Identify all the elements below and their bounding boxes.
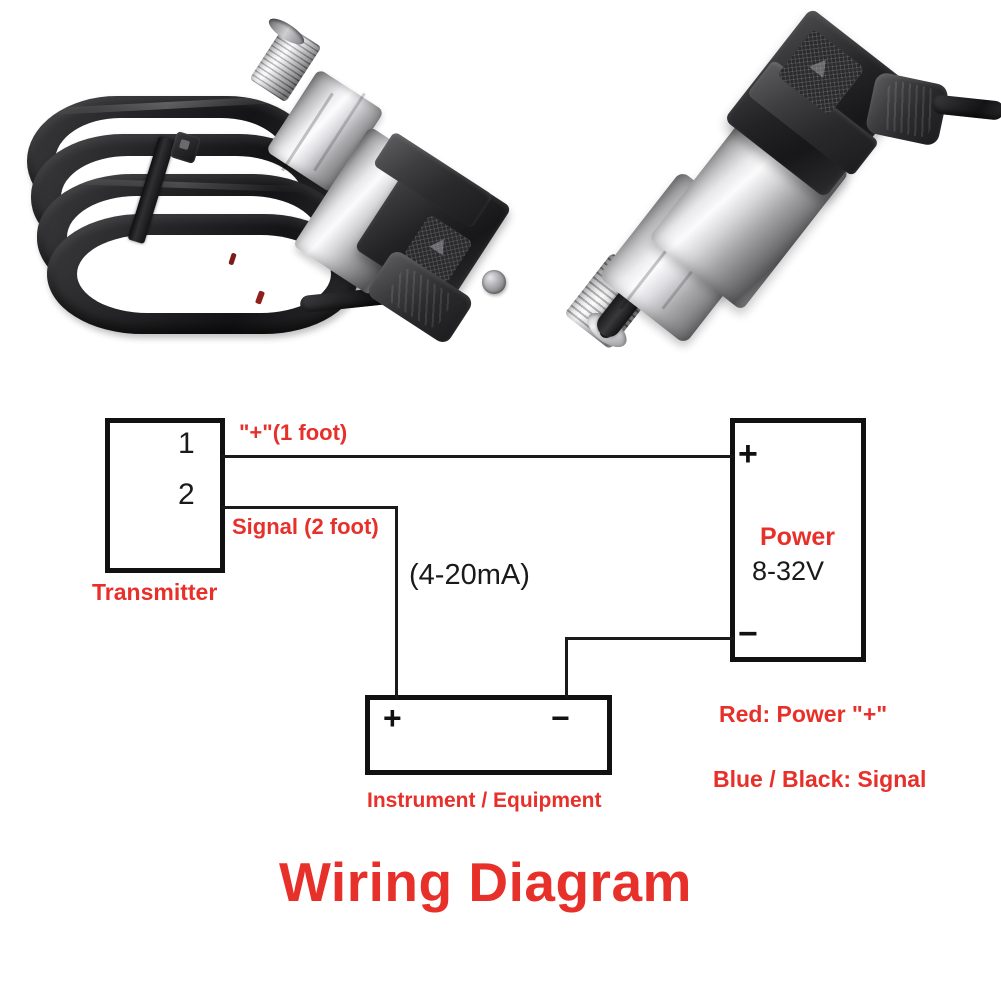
product-photo-left [0, 0, 540, 385]
page-title: Wiring Diagram [279, 851, 692, 913]
product-photo-right [540, 0, 1001, 385]
cable-coil [25, 78, 359, 353]
label-plus-wire: "+"(1 foot) [239, 420, 348, 445]
instrument-label: Instrument / Equipment [367, 789, 602, 812]
power-minus-terminal: − [738, 615, 758, 653]
wire-return-horizontal [565, 637, 734, 640]
legend-item-signal: Blue / Black: Signal [713, 766, 927, 792]
product-photo-area [0, 0, 1001, 385]
sensor-body-left [249, 14, 540, 346]
wire-plus-horizontal [222, 455, 734, 458]
wire-signal-horizontal [222, 506, 398, 509]
label-signal-wire: Signal (2 foot) [232, 514, 379, 539]
instrument-box [365, 695, 612, 775]
wiring-diagram: 1 2 Transmitter + − Power 8-32V + − Inst… [0, 385, 1001, 1001]
transmitter-box [105, 418, 225, 573]
power-plus-terminal: + [738, 435, 758, 473]
transmitter-label: Transmitter [92, 579, 218, 605]
connector-screw-left [482, 270, 506, 294]
power-title: Power [760, 523, 836, 551]
wire-return-vertical [565, 637, 568, 698]
instrument-minus-terminal: − [551, 700, 570, 736]
power-box [730, 418, 866, 662]
instrument-plus-terminal: + [383, 700, 402, 736]
transmitter-terminal-1: 1 [178, 427, 195, 460]
power-voltage: 8-32V [752, 556, 825, 586]
label-current-loop: (4-20mA) [409, 559, 530, 591]
transmitter-terminal-2: 2 [178, 478, 195, 511]
legend-item-red-power: Red: Power "+" [719, 701, 888, 727]
wire-signal-vertical [395, 506, 398, 698]
